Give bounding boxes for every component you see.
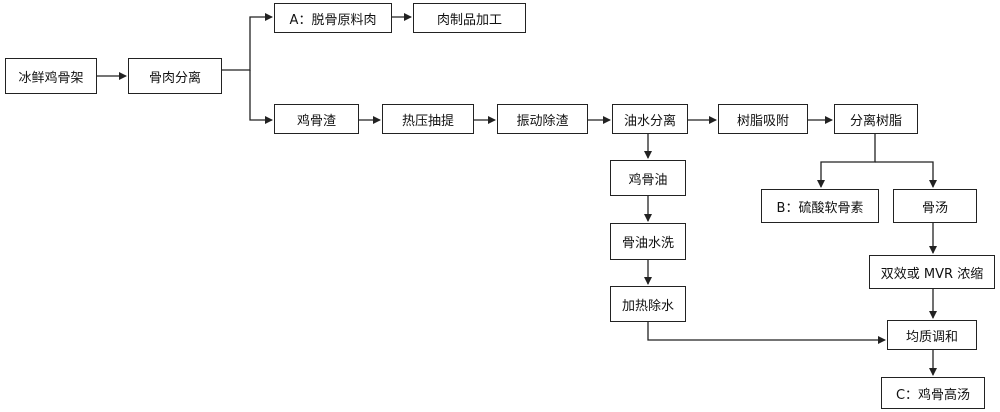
arrow-resinsep-split-right (875, 161, 937, 188)
node-frozen-frame: 冰鲜鸡骨架 (5, 58, 97, 94)
node-meat-processing: 肉制品加工 (413, 3, 526, 33)
arrow-heat-to-blend (647, 322, 886, 344)
node-vibration: 振动除渣 (497, 104, 588, 134)
node-heat-dewater: 加热除水 (610, 286, 686, 322)
node-chondroitin: B：硫酸软骨素 (761, 189, 879, 223)
node-blend: 均质调和 (887, 320, 977, 350)
arrow-separation-split (222, 13, 273, 71)
arrow-resinsep-split-left (817, 133, 876, 188)
arrow-separation-to-residue (249, 70, 273, 124)
node-resin-sep: 分离树脂 (834, 104, 918, 134)
node-resin-adsorb: 树脂吸附 (718, 104, 808, 134)
node-bone-soup: 骨汤 (893, 189, 977, 223)
node-concentrate: 双效或 MVR 浓缩 (869, 255, 995, 289)
node-oil-wash: 骨油水洗 (610, 223, 686, 260)
node-bone-residue: 鸡骨渣 (274, 104, 359, 134)
node-hot-press: 热压抽提 (382, 104, 474, 134)
node-deboned-meat: A：脱骨原料肉 (274, 3, 392, 33)
node-oil-water-sep: 油水分离 (612, 104, 688, 134)
node-chicken-oil: 鸡骨油 (610, 160, 686, 196)
node-bone-meat-separation: 骨肉分离 (128, 58, 222, 94)
node-final-soup: C：鸡骨高汤 (881, 377, 985, 409)
